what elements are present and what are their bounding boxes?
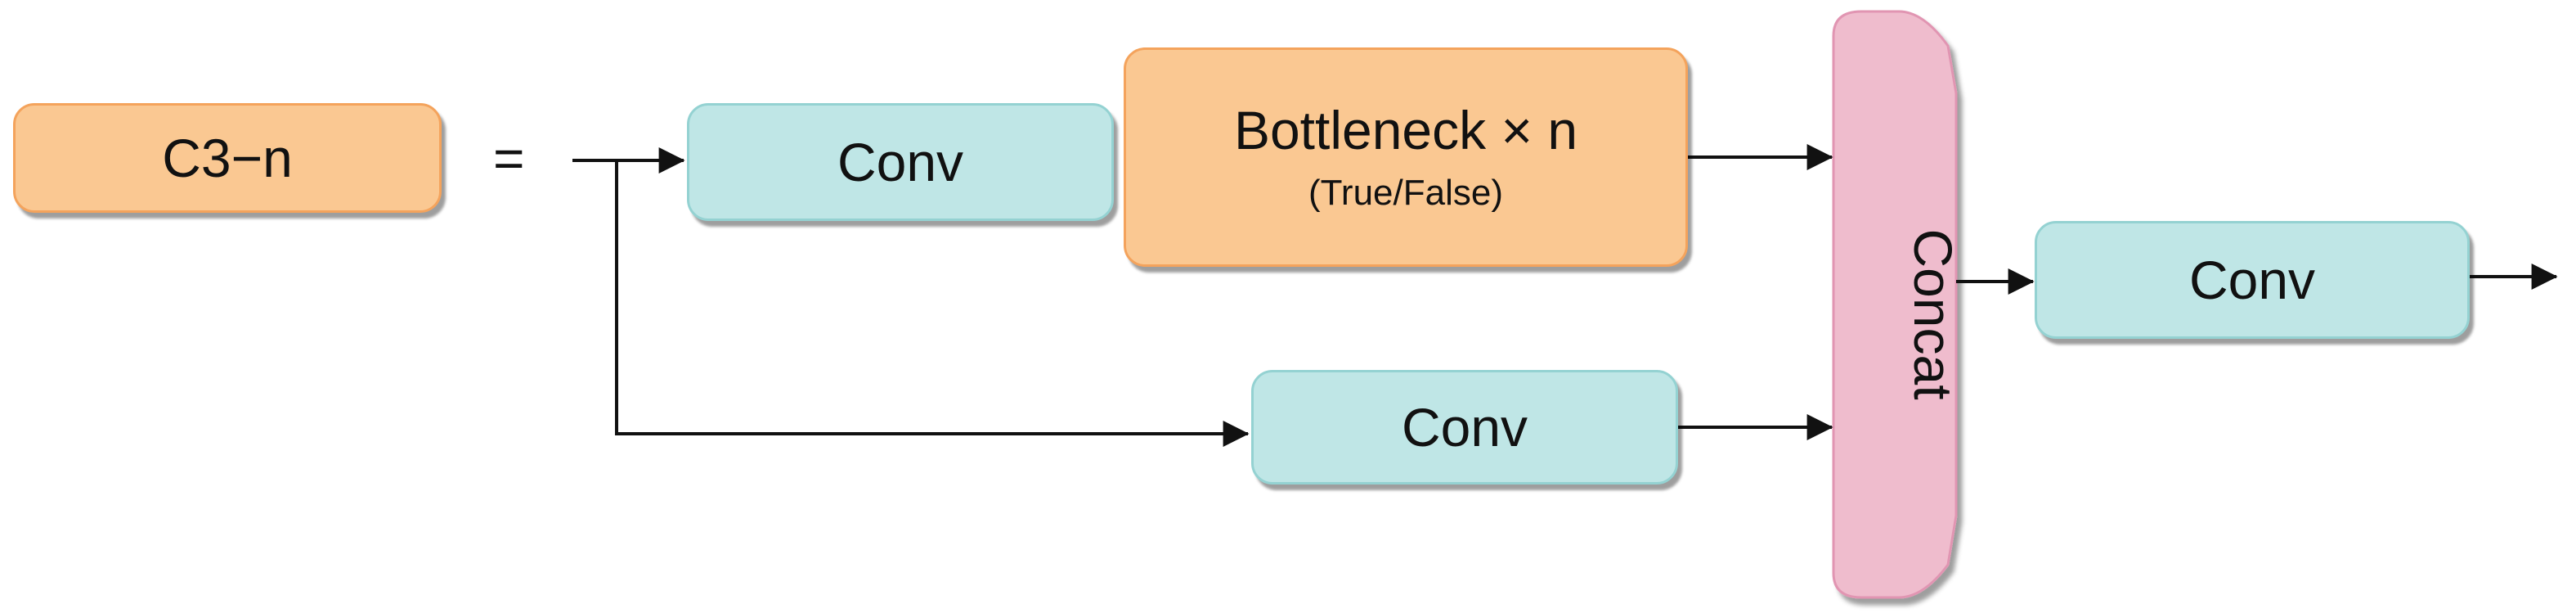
conv-bottom-label: Conv [1401, 397, 1528, 457]
conv-output-label: Conv [2188, 250, 2316, 310]
bottleneck-label: Bottleneck × n [1233, 100, 1578, 160]
conv-block-output: Conv [2035, 221, 2470, 339]
bottleneck-block: Bottleneck × n (True/False) [1124, 47, 1688, 267]
bottom-branch-arrow [615, 160, 1250, 447]
concat-label: Concat [1903, 228, 1963, 400]
equals-sign: = [493, 128, 525, 188]
conv-block-bottom: Conv [1251, 370, 1678, 485]
bottleneck-sublabel: (True/False) [1308, 173, 1503, 213]
c3-module-label: C3−n [162, 128, 293, 188]
concat-block [1832, 10, 1958, 599]
conv-top-label: Conv [837, 132, 964, 192]
conv-block-top: Conv [687, 103, 1114, 221]
c3-module-box: C3−n [13, 103, 442, 213]
